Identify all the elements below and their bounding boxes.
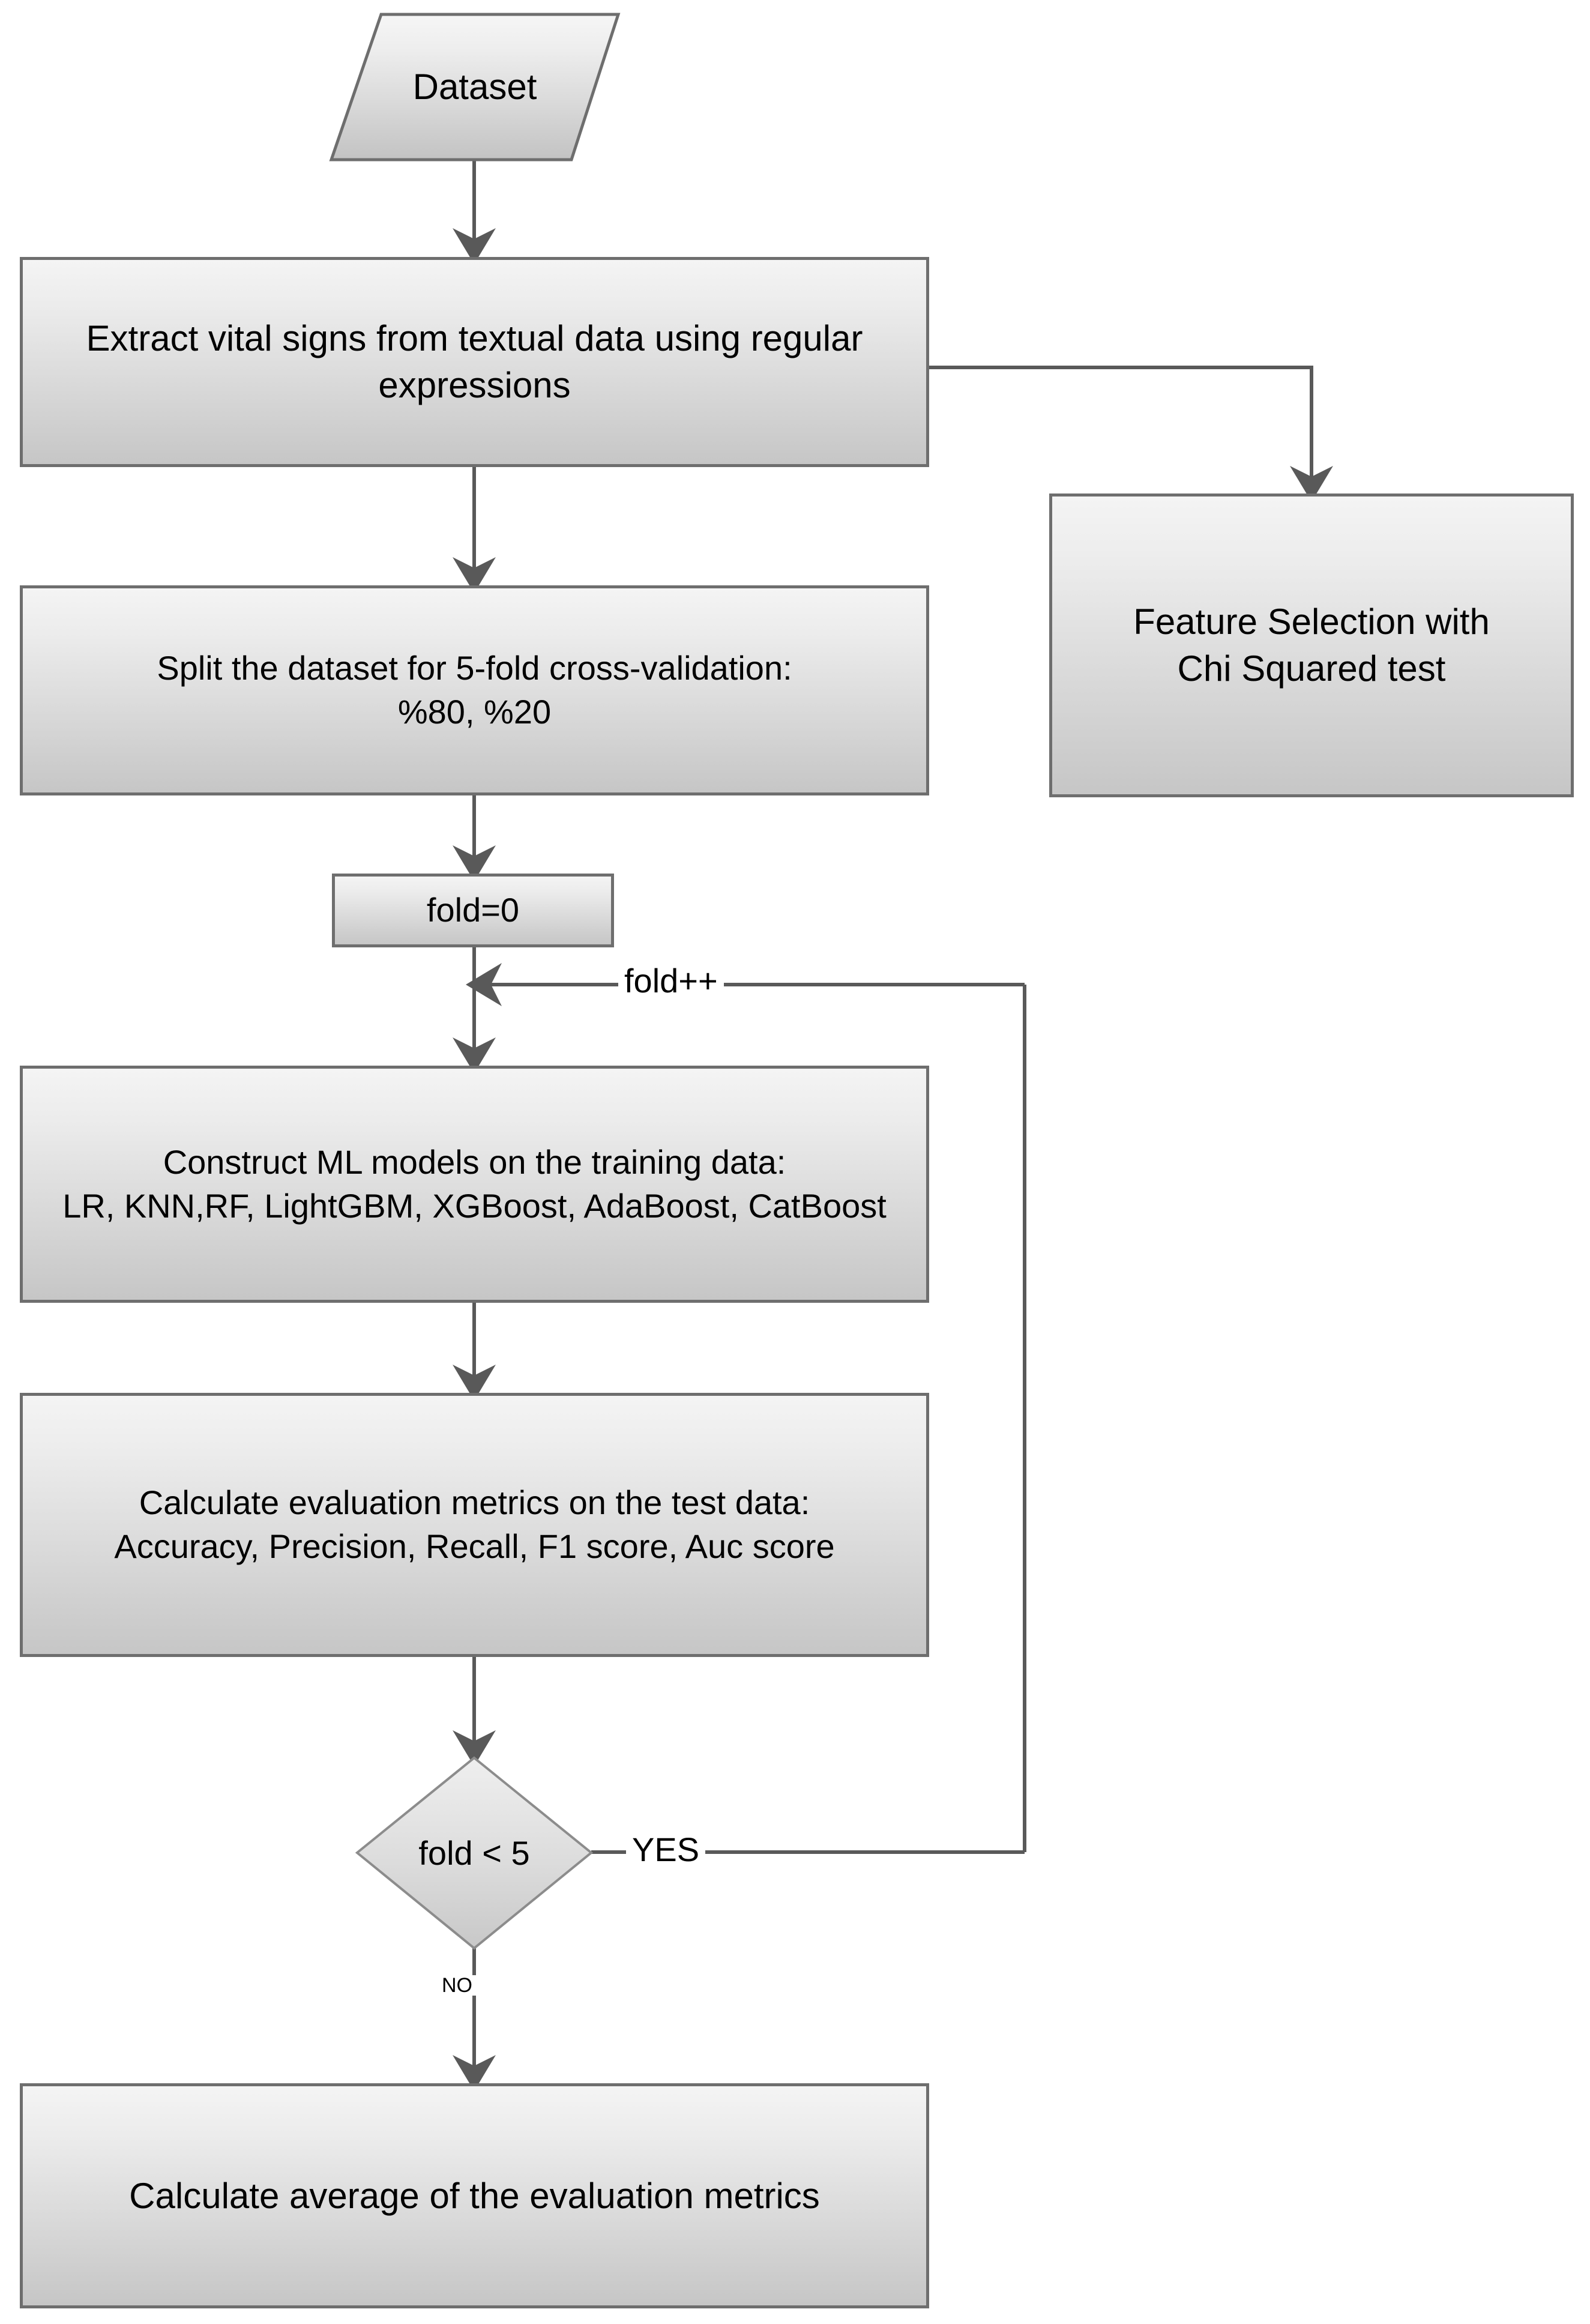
node-extract: Extract vital signs from textual data us… bbox=[20, 257, 929, 467]
decision-label: fold < 5 bbox=[418, 1834, 530, 1872]
node-feature-selection: Feature Selection with Chi Squared test bbox=[1049, 493, 1574, 797]
decision-shape bbox=[355, 1756, 594, 1950]
edge-label-no: NO bbox=[436, 1975, 478, 1996]
dataset-label: Dataset bbox=[412, 67, 537, 107]
node-feature-selection-label: Feature Selection with Chi Squared test bbox=[1133, 602, 1490, 689]
node-calc-metrics: Calculate evaluation metrics on the test… bbox=[20, 1393, 929, 1657]
node-construct-models-label: Construct ML models on the training data… bbox=[62, 1142, 887, 1225]
node-split-label: Split the dataset for 5-fold cross-valid… bbox=[157, 649, 792, 731]
node-construct-models: Construct ML models on the training data… bbox=[20, 1066, 929, 1303]
edge-label-yes: YES bbox=[626, 1833, 706, 1867]
node-fold-init: fold=0 bbox=[332, 874, 614, 947]
node-split: Split the dataset for 5-fold cross-valid… bbox=[20, 585, 929, 795]
node-extract-label: Extract vital signs from textual data us… bbox=[86, 318, 863, 405]
node-calc-metrics-label: Calculate evaluation metrics on the test… bbox=[114, 1483, 835, 1565]
dataset-shape bbox=[329, 13, 621, 161]
edge-extract-to-feature-selection bbox=[929, 366, 1333, 502]
node-average-label: Calculate average of the evaluation metr… bbox=[129, 2175, 820, 2216]
node-average: Calculate average of the evaluation metr… bbox=[20, 2083, 929, 2308]
edge-label-fold-increment: fold++ bbox=[618, 964, 724, 998]
node-fold-init-label: fold=0 bbox=[426, 891, 520, 929]
